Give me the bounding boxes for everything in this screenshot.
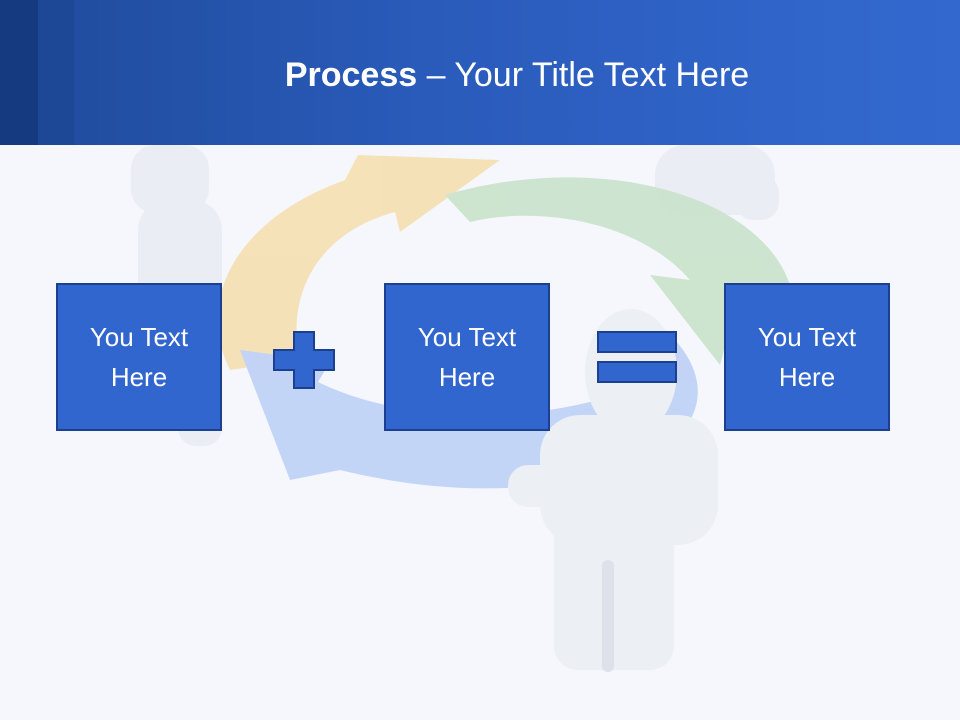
equals-icon <box>597 331 677 383</box>
process-box-2: You Text Here <box>384 283 550 431</box>
banner-stripe-dark <box>0 0 38 145</box>
title-banner: Process – Your Title Text Here <box>0 0 960 145</box>
orange-arrow <box>217 155 500 370</box>
title-strong: Process <box>284 56 418 94</box>
banner-stripe-mid <box>38 0 74 145</box>
green-arrow <box>445 177 790 365</box>
slide-title: Process – Your Title Text Here <box>74 52 960 98</box>
box-1-text: You Text Here <box>89 322 189 392</box>
box-2-text: You Text Here <box>417 322 517 392</box>
cycle-illustration <box>131 145 790 672</box>
plus-icon <box>273 331 335 389</box>
process-box-3: You Text Here <box>724 283 890 431</box>
title-rest: – Your Title Text Here <box>417 56 750 94</box>
box-3-text: You Text Here <box>757 322 857 392</box>
process-box-1: You Text Here <box>56 283 222 431</box>
